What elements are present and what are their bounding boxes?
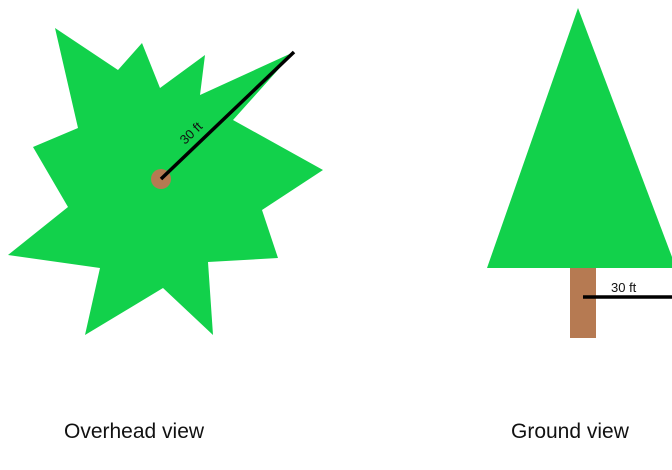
ground-canopy: [487, 8, 672, 268]
ground-radius-label: 30 ft: [611, 280, 637, 295]
overhead-caption: Overhead view: [64, 420, 204, 444]
ground-trunk: [570, 268, 596, 338]
ground-caption: Ground view: [511, 420, 629, 444]
